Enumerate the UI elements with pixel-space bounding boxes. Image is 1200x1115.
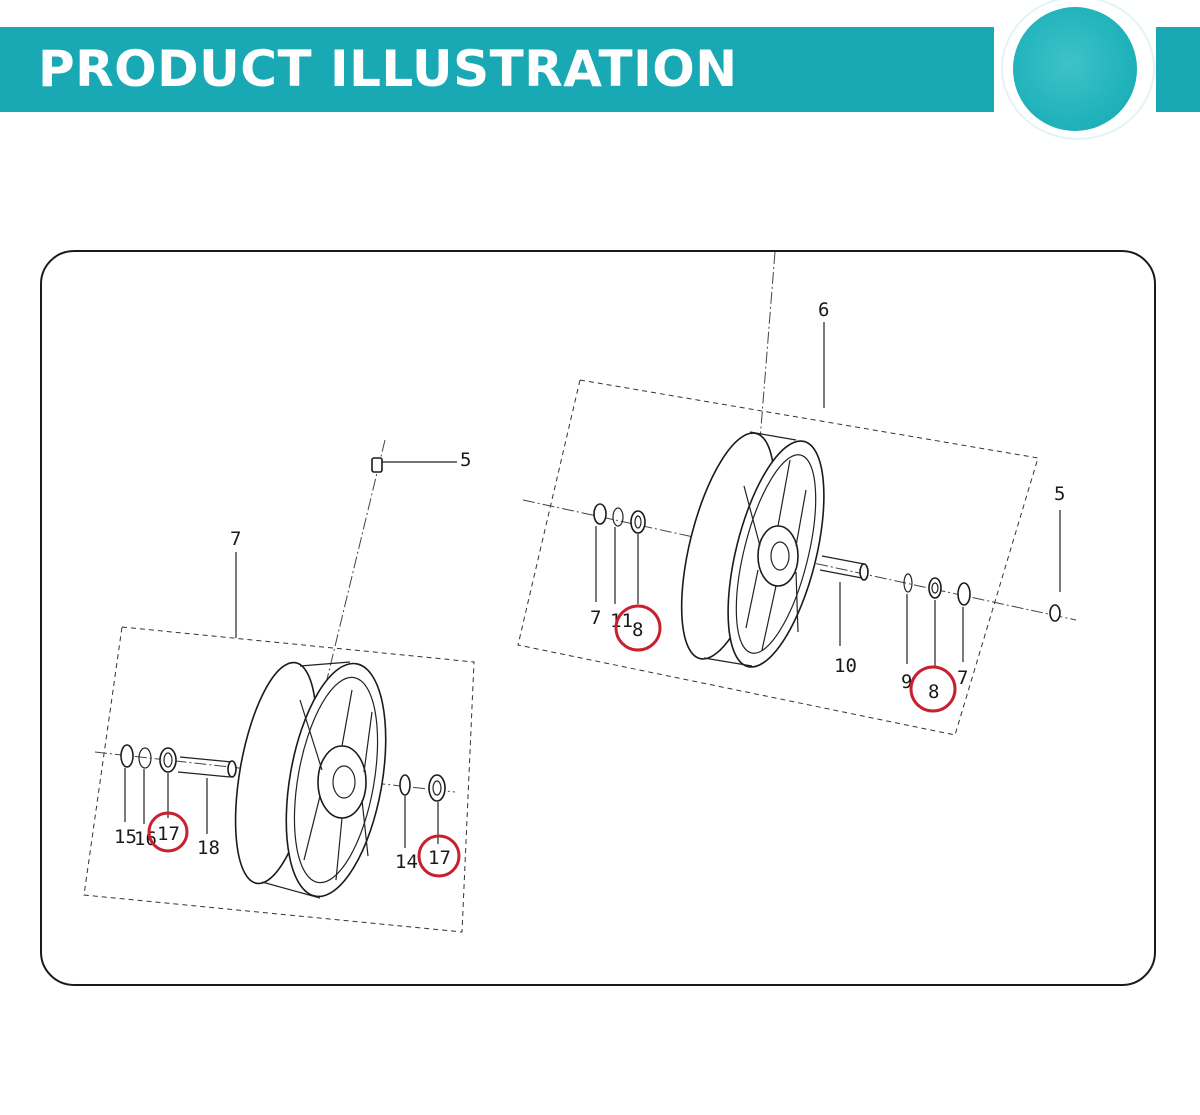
page-title: PRODUCT ILLUSTRATION xyxy=(38,40,738,98)
illustration-frame xyxy=(40,250,1156,986)
rear-label-bearing-right: 17 xyxy=(428,847,451,869)
rear-label-seal: 15 xyxy=(114,826,137,848)
front-bearing-right-icon xyxy=(928,577,942,599)
front-label-seal-left: 7 xyxy=(590,607,601,629)
front-seal-right-icon xyxy=(957,582,971,606)
front-wheel-dashed-box xyxy=(517,379,1039,736)
rear-label-spacer: 18 xyxy=(197,837,220,859)
front-label-spacer-ring: 9 xyxy=(901,671,912,693)
front-label-valve: 5 xyxy=(1054,483,1065,505)
rear-circlip-icon xyxy=(138,747,152,769)
front-label-bearing-right: 8 xyxy=(928,681,939,703)
rear-bearing-left-highlight xyxy=(147,811,189,853)
front-seal-left-icon xyxy=(593,503,607,525)
rear-wheel-icon xyxy=(234,661,387,899)
front-wheel-assembly: 6 7 11 8 10 9 8 xyxy=(517,251,1077,736)
front-spacer-ring-icon xyxy=(903,573,913,593)
rear-wheel-dashed-box xyxy=(83,626,475,933)
rear-bearing-right-icon xyxy=(428,774,446,802)
rear-label-valve: 5 xyxy=(460,449,471,471)
front-label-bearing-left: 8 xyxy=(632,619,643,641)
front-bearing-left-icon xyxy=(630,510,646,534)
rear-label-circlip: 16 xyxy=(134,828,157,850)
rear-bearing-left-icon xyxy=(159,747,177,773)
front-circlip-icon xyxy=(612,507,624,527)
rear-spacer-icon xyxy=(177,756,237,778)
rear-label-collar: 14 xyxy=(395,851,418,873)
front-spacer-icon xyxy=(819,555,869,581)
rear-bearing-right-highlight xyxy=(417,834,461,878)
badge-circle-icon xyxy=(1013,7,1137,131)
front-label-wheel: 6 xyxy=(818,299,829,321)
rear-label-wheel: 7 xyxy=(230,528,241,550)
rear-valve-icon xyxy=(371,457,457,473)
front-bearing-right-highlight xyxy=(909,665,957,713)
rear-seal-icon xyxy=(120,744,134,768)
rear-collar-icon xyxy=(399,774,411,796)
front-label-spacer: 10 xyxy=(834,655,857,677)
front-bearing-left-highlight xyxy=(614,604,662,652)
rear-label-bearing-left: 17 xyxy=(157,823,180,845)
front-label-seal-right: 7 xyxy=(957,667,968,689)
rear-wheel-assembly: 5 7 15 16 17 18 14 17 xyxy=(83,439,475,933)
front-wheel-icon xyxy=(680,431,825,668)
front-valve-icon xyxy=(1049,604,1061,622)
